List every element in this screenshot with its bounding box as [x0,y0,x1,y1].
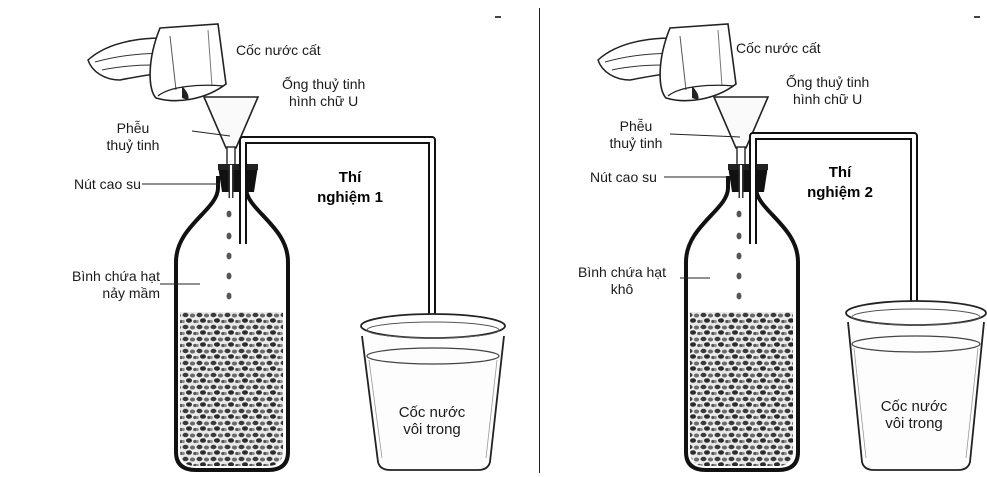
water-drops [226,210,232,300]
cup-label: Cốc nước cất [736,40,821,56]
beaker-label-line1: Cốc nước [398,404,466,421]
funnel-label-line1: Phễu [116,120,150,136]
corner-mark [974,16,980,18]
experiment-1-title: Thí nghiệm 1 [300,168,400,208]
water-drops [736,210,742,300]
title-line2: nghiệm 1 [317,189,383,206]
cup-label: Cốc nước cất [236,42,321,58]
funnel-label-line2: thuỷ tinh [609,135,663,151]
bottle-label-line1: Bình chứa hạt [72,268,160,284]
title-line2: nghiệm 2 [807,184,873,201]
leader-lines-2 [664,133,741,279]
bottle-label-line2: nảy mầm [102,285,160,301]
funnel-icon [202,96,260,166]
corner-mark [495,16,501,18]
bottle-label-line2: khô [610,281,634,297]
tube-label-line2: hình chữ U [792,91,863,107]
leader-lines-1 [142,130,231,285]
bottle-label: Bình chứa hạt khô [566,264,678,298]
title-line1: Thí [338,169,362,186]
rubber-stopper [728,164,768,192]
beaker-label: Cốc nước vôi trong [866,398,962,432]
tube-label-line1: Ống thuỷ tinh [282,76,366,92]
u-glass-tube [239,136,436,398]
tube-label-line1: Ống thuỷ tinh [786,74,870,90]
experiment-2-title: Thí nghiệm 2 [790,163,890,203]
experiment-1-apparatus [87,23,506,472]
rubber-stopper [218,164,258,192]
tube-label: Ống thuỷ tinh hình chữ U [786,74,869,108]
stopper-label: Nút cao su [74,176,141,192]
beaker-label: Cốc nước vôi trong [384,404,480,438]
funnel-label: Phễu thuỷ tinh [596,118,676,152]
funnel-label-line2: thuỷ tinh [106,137,160,153]
experiment-2-apparatus [597,23,987,472]
u-glass-tube [749,132,918,398]
beaker-label-line2: vôi trong [403,421,461,438]
tube-label-line2: hình chữ U [288,93,359,109]
stopper-label: Nút cao su [590,169,657,185]
bottle-label: Bình chứa hạt nảy mầm [48,268,160,302]
funnel-icon [712,96,770,166]
funnel-label: Phễu thuỷ tinh [88,120,178,154]
bottle-germinating-seeds [174,176,290,472]
limewater-beaker [360,313,506,471]
beaker-label-line1: Cốc nước [880,398,948,415]
tube-label: Ống thuỷ tinh hình chữ U [282,76,365,110]
bottle-dry-seeds [684,176,800,472]
limewater-beaker [845,300,987,471]
title-line1: Thí [828,164,852,181]
panel-divider [539,8,540,473]
hand-holding-cup-icon [597,23,737,102]
bottle-label-line1: Bình chứa hạt [578,264,666,280]
beaker-label-line2: vôi trong [885,415,943,432]
hand-holding-cup-icon [87,23,227,102]
funnel-label-line1: Phễu [619,118,653,134]
